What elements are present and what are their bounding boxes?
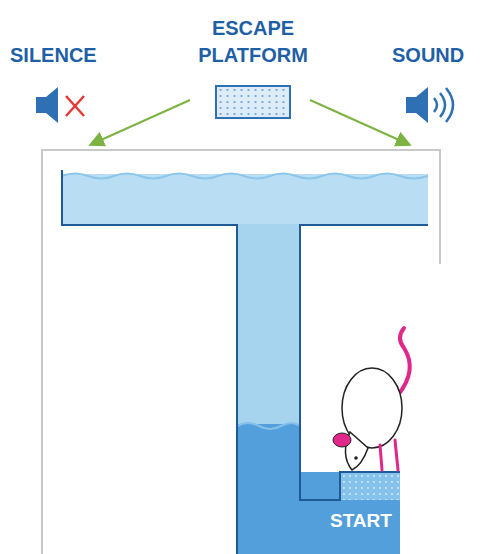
platform-heading: ESCAPE PLATFORM — [188, 15, 318, 69]
stem-water-upper — [237, 224, 300, 426]
text-label: SILENCE — [10, 44, 97, 67]
text-label: SOUND — [392, 44, 464, 67]
water-surface — [237, 423, 300, 429]
text-label: START — [330, 510, 392, 532]
silence-speaker-icon — [36, 87, 84, 123]
rat-illustration — [333, 328, 410, 470]
start-platform-texture — [340, 472, 400, 500]
tank-frame — [42, 150, 440, 554]
start-chamber — [300, 472, 400, 554]
stem-water-lower — [237, 424, 300, 554]
top-arm-water — [62, 174, 428, 225]
escape-platform-box: ESCAPE PLATFORM — [215, 85, 291, 119]
sound-speaker-icon — [406, 87, 453, 123]
maze-wall — [62, 170, 428, 554]
leader-arrow — [92, 100, 190, 144]
start-platform — [340, 472, 400, 500]
leader-arrow — [310, 100, 408, 144]
water-surface — [62, 174, 428, 179]
